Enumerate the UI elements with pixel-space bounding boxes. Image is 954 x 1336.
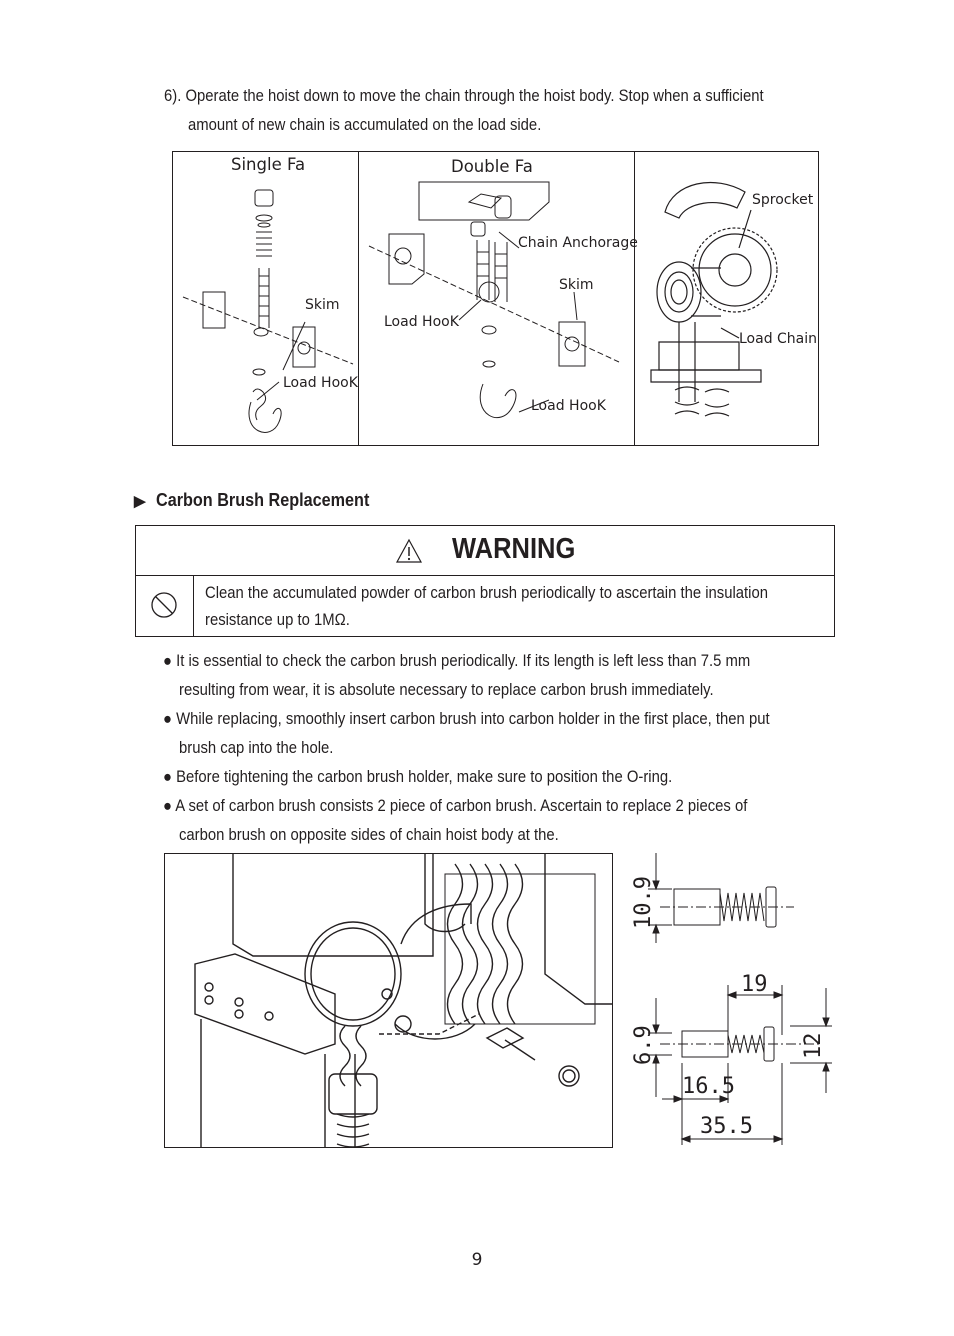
single-label-skim: Skim (305, 297, 340, 313)
bullet-2-line1: ● While replacing, smoothly insert carbo… (163, 710, 770, 728)
dim-spring-dia: 6.9 (631, 1025, 656, 1065)
prohibition-icon (151, 592, 177, 618)
dim-cap-dia: 12 (801, 1033, 826, 1060)
single-label-load-hook: Load HooK (283, 375, 358, 391)
bullet-1-line2: resulting from wear, it is absolute nece… (179, 681, 714, 699)
double-label-chain-anchorage: Chain Anchorage (518, 235, 638, 251)
brush-dimension-figure: 10.9 19 6.9 12 16.5 35.5 (620, 853, 840, 1153)
bullet-3-line1: ● Before tightening the carbon brush hol… (163, 768, 673, 786)
step6-line2: amount of new chain is accumulated on th… (188, 116, 542, 134)
double-label-skim: Skim (559, 277, 594, 293)
sprocket-drawing (650, 181, 778, 417)
dim-brush-height: 10.9 (631, 876, 656, 929)
dim-body-length: 16.5 (682, 1074, 735, 1099)
bullet-2-line2: brush cap into the hole. (179, 739, 334, 757)
section-heading: ▶ Carbon Brush Replacement (134, 490, 393, 511)
hoist-body-drawing (194, 854, 612, 1147)
dim-brush-length: 19 (741, 972, 768, 997)
prohibition-cell (136, 576, 194, 636)
brush-dimension-lines: 10.9 19 6.9 12 16.5 35.5 (631, 853, 832, 1145)
sprocket-label-sprocket: Sprocket (752, 192, 814, 208)
warning-box: WARNING Clean the accumulated powder of … (135, 525, 835, 637)
warning-header: WARNING (136, 526, 834, 576)
panel-single-fall: Single Fa Skim Load HooK (172, 151, 359, 446)
double-label-load-hook-left: Load HooK (384, 314, 459, 330)
panel-double-fall: Double Fa (358, 151, 638, 446)
bullet-4-line2: carbon brush on opposite sides of chain … (179, 826, 559, 844)
warning-triangle-icon (395, 538, 423, 563)
step6-line1: 6). Operate the hoist down to move the c… (164, 87, 764, 105)
section-marker: ▶ (134, 493, 146, 510)
dim-total-length: 35.5 (700, 1114, 753, 1139)
bullet-1-line1: ● It is essential to check the carbon br… (163, 652, 751, 670)
sprocket-label-load-chain: Load Chain (739, 331, 818, 347)
warning-title: WARNING (452, 533, 576, 565)
warning-text-line1: Clean the accumulated powder of carbon b… (205, 584, 768, 602)
section-title: Carbon Brush Replacement (155, 490, 369, 510)
hoist-brush-figure (164, 853, 613, 1148)
page-number: 9 (471, 1250, 483, 1270)
single-fall-hook-drawing (182, 189, 354, 433)
double-fall-hook-drawing (368, 181, 620, 419)
bullet-4-line1: ● A set of carbon brush consists 2 piece… (163, 797, 748, 815)
panel-single-title: Single Fa (231, 155, 306, 174)
panel-double-title: Double Fa (451, 157, 533, 176)
double-label-load-hook-bottom: Load HooK (531, 398, 606, 414)
warning-text-line2: resistance up to 1MΩ. (205, 611, 350, 629)
panel-sprocket: Sprocket Load Chain (634, 151, 819, 446)
